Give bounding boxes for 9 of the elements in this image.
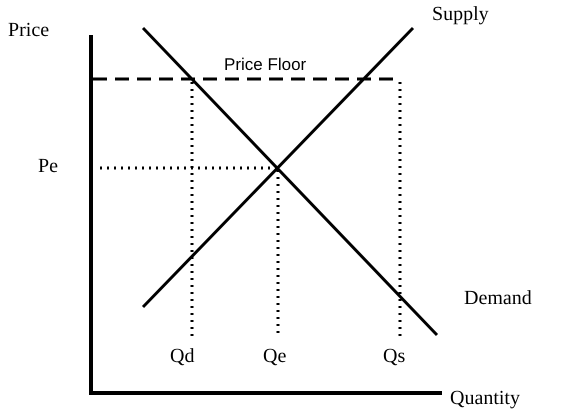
axis-label: Price [8,20,50,40]
axis-value: Qd [170,346,194,366]
curve-label: Demand [464,288,532,308]
curve-label: Supply [432,4,489,24]
axis-value: Qs [383,346,406,366]
axis-value: Qe [263,346,286,366]
line-label: Price Floor [224,56,306,73]
axis-value: Pe [38,156,58,176]
axis-label: Quantity [450,388,520,408]
